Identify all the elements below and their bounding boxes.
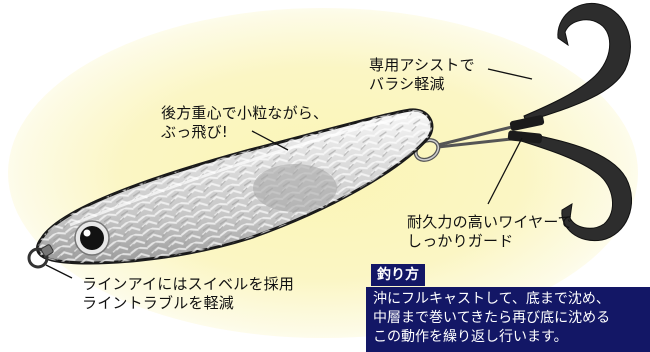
- callout-wire: 耐久力の高いワイヤーで しっかりガード: [407, 213, 573, 251]
- fishing-method-tag: 釣り方: [371, 264, 425, 286]
- fishing-method-box: [366, 287, 650, 352]
- assist-hook-rear: [523, 2, 631, 123]
- swivel: [27, 247, 49, 269]
- callout-line-eye: [45, 264, 73, 279]
- callout-eye-line1: ラインアイにはスイベルを採用: [82, 275, 295, 293]
- callout-line-eye: ラインアイにはスイベルを採用 ライントラブルを軽減: [82, 275, 294, 313]
- callout-line-assist: [487, 68, 533, 80]
- callout-line-wire: [487, 137, 523, 205]
- callout-assist-line1: 専用アシストで: [369, 56, 475, 74]
- callout-line-rear: [251, 130, 289, 151]
- callout-assist-line2: バラシ軽減: [369, 75, 445, 93]
- assist-hook-front: [517, 131, 633, 242]
- fishing-method-line3: この動作を繰り返し行います。: [373, 329, 568, 345]
- callout-wire-line1: 耐久力の高いワイヤーで: [407, 213, 573, 231]
- fishing-method-text: 沖にフルキャストして、底まで沈め、 中層まで巻いてきたら再び底に沈める この動作…: [373, 290, 610, 347]
- callout-rear-weight: 後方重心で小粒ながら、 ぶっ飛び!: [161, 104, 328, 142]
- callout-rear-line1: 後方重心で小粒ながら、: [161, 104, 329, 122]
- fishing-method-line2: 中層まで巻いてきたら再び底に沈める: [373, 310, 611, 326]
- callout-rear-line2: ぶっ飛び!: [161, 123, 229, 141]
- fishing-method-line1: 沖にフルキャストして、底まで沈め、: [373, 291, 610, 307]
- callout-wire-line2: しっかりガード: [407, 232, 514, 250]
- callout-assist-hook: 専用アシストで バラシ軽減: [369, 56, 475, 94]
- callout-eye-line2: ライントラブルを軽減: [82, 294, 235, 312]
